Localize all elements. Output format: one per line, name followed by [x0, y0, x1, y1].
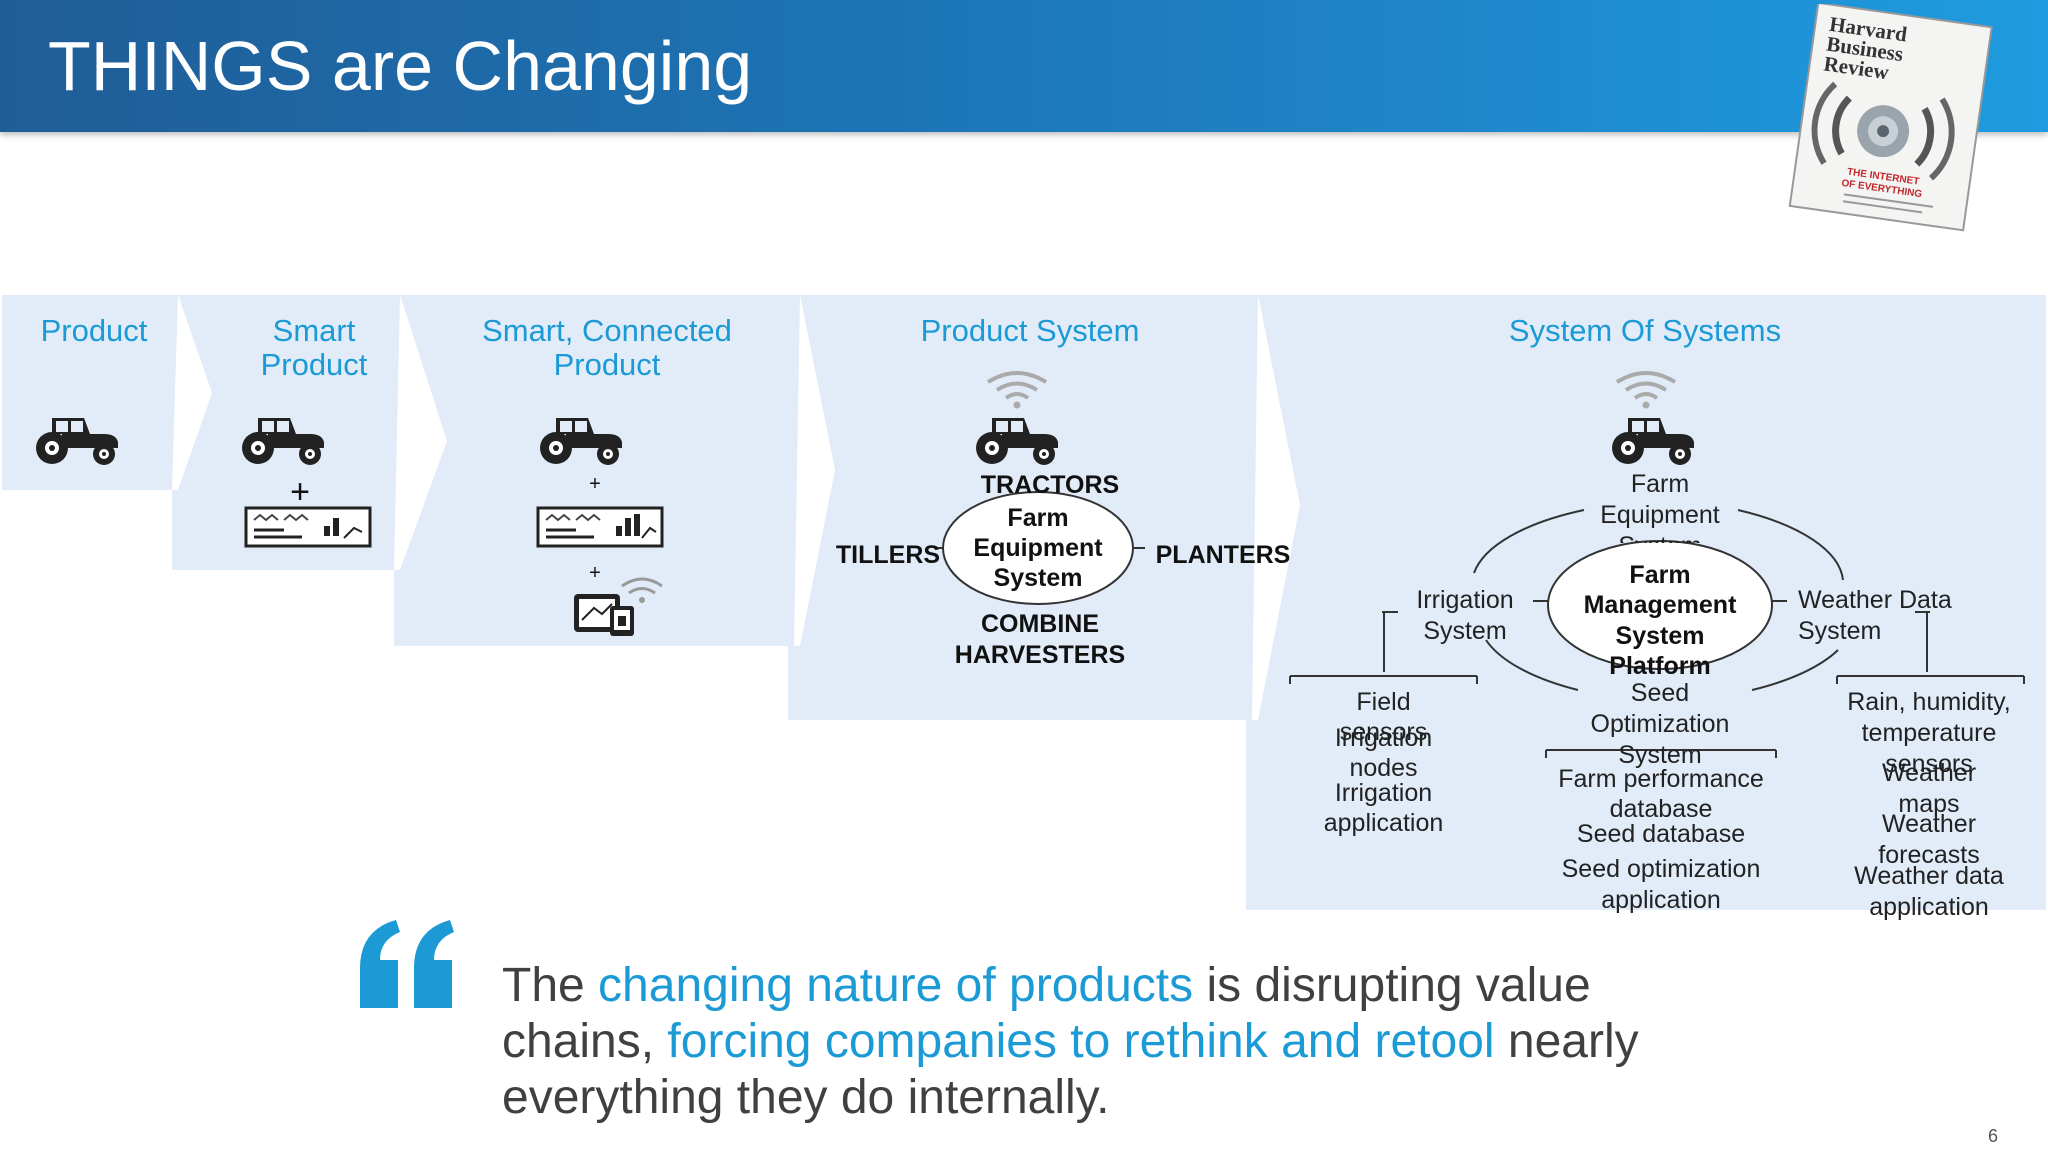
seed-optimization-system-node-line-1: Seed: [1630, 679, 1690, 707]
quote-icon: [360, 920, 454, 1008]
weather-item-sensors-line-2: temperature: [1861, 719, 1997, 747]
label-combine-harvesters-line-2: HARVESTERS: [954, 641, 1126, 669]
seed-item-farm-performance-line-1: Farm performance: [1558, 765, 1764, 793]
farm-management-platform-line-4: Platform: [1609, 652, 1711, 680]
seed-item-seed-database: Seed database: [1576, 820, 1746, 848]
quote-highlight-2: forcing companies to rethink and retool: [667, 1015, 1495, 1068]
irrigation-system-node-line-2: System: [1423, 617, 1507, 645]
farm-management-platform-line-1: Farm: [1629, 561, 1691, 589]
plus-sign: +: [589, 473, 601, 495]
quote-highlight-1: changing nature of products: [598, 959, 1194, 1012]
weather-item-sensors-line-1: Rain, humidity,: [1847, 688, 2011, 716]
sensor-panel-icon: [536, 506, 664, 548]
stage-title-smart-product-line-2: Product: [260, 347, 368, 382]
tractor-icon: [242, 418, 324, 465]
stage-panel-smart-product: [172, 295, 447, 570]
stage-title-product: Product: [40, 313, 148, 348]
plus-sign: +: [290, 473, 310, 511]
wifi-icon: [986, 371, 1048, 409]
farm-equipment-system-node-line-2: Equipment: [1600, 501, 1720, 529]
page-number: 6: [1988, 1126, 1999, 1146]
stage-title-product-system: Product System: [920, 313, 1140, 348]
irrigation-item-field-sensors-line-1: Field: [1356, 688, 1411, 716]
weather-item-application-line-1: Weather data: [1854, 862, 2004, 890]
weather-item-maps-line-1: Weather: [1881, 759, 1977, 787]
stage-panel-smart-connected-product: [394, 295, 835, 646]
quote-text: The changing nature of products is disru…: [502, 958, 1652, 1126]
stage-backgrounds: [2, 295, 2046, 910]
seed-optimization-system-node-line-3: System: [1618, 741, 1702, 769]
label-planters: PLANTERS: [1155, 541, 1291, 569]
wifi-icon: [1615, 371, 1677, 409]
stage-title-system-of-systems: System Of Systems: [1508, 313, 1782, 348]
label-tractors: TRACTORS: [980, 471, 1120, 499]
irrigation-item-field-sensors-line-2: sensors: [1339, 718, 1428, 746]
stage-title-smart-product-line-1: Smart: [272, 313, 356, 348]
slide-title: THINGS are Changing: [48, 27, 753, 105]
title-banner: [0, 0, 2048, 132]
quote-part-1: The: [502, 959, 599, 1012]
weather-item-forecasts-line-1: Weather: [1881, 810, 1977, 838]
farm-equipment-system-node-line-1: Farm: [1630, 470, 1690, 498]
quote-part-3: nearly everything they do internally.: [502, 1015, 1639, 1124]
weather-item-forecasts-line-2: forecasts: [1878, 841, 1980, 869]
tractor-icon: [36, 418, 118, 465]
stage-title-smart-connected-line-1: Smart, Connected: [482, 313, 732, 348]
label-combine-harvesters-line-1: COMBINE: [980, 610, 1100, 638]
seed-item-optimization-app-line-2: application: [1601, 886, 1721, 914]
seed-item-optimization-app-line-1: Seed optimization: [1561, 855, 1761, 883]
tractor-icon: [976, 418, 1058, 465]
seed-optimization-system-node-line-2: Optimization: [1590, 710, 1730, 738]
farm-equipment-system-node-line-3: System: [1560, 531, 1760, 543]
sensor-panel-icon: [244, 506, 372, 548]
farm-management-platform-line-3: System: [1615, 622, 1705, 650]
weather-data-system-node-line-2: System: [1798, 617, 1882, 645]
irrigation-item-application-line-2: application: [1323, 809, 1444, 837]
weather-data-system-node-line-1: Weather Data: [1798, 586, 1952, 614]
irrigation-item-nodes-line-2: nodes: [1349, 754, 1418, 782]
plus-sign: +: [589, 562, 601, 584]
tractor-icon: [1612, 418, 1694, 465]
irrigation-item-application-line-1: Irrigation: [1334, 779, 1433, 807]
tractor-icon: [540, 418, 622, 465]
quote-part-2: is disrupting value chains,: [502, 959, 1591, 1068]
farm-management-platform-ellipse: [1547, 540, 1773, 670]
weather-item-maps-line-2: maps: [1898, 790, 1960, 818]
weather-item-sensors-line-3: sensors: [1885, 750, 1973, 778]
irrigation-item-nodes-line-1: Irrigation: [1334, 724, 1433, 752]
stage-title-smart-connected-line-2: Product: [553, 347, 661, 382]
farm-equipment-system-line-2: Equipment: [973, 534, 1103, 562]
farm-equipment-system-line-3: System: [993, 564, 1083, 592]
farm-management-platform-line-2: Management: [1583, 591, 1737, 619]
seed-item-farm-performance-line-2: database: [1609, 795, 1713, 823]
irrigation-system-node-line-1: Irrigation: [1416, 586, 1514, 614]
weather-item-application-line-2: application: [1869, 893, 1989, 921]
devices-icon: [574, 577, 663, 636]
magazine-cover-image: Harvard Business Review THE INTERNET OF …: [1788, 4, 1993, 232]
label-tillers: TILLERS: [835, 541, 941, 569]
farm-equipment-system-line-1: Farm: [1007, 504, 1069, 532]
